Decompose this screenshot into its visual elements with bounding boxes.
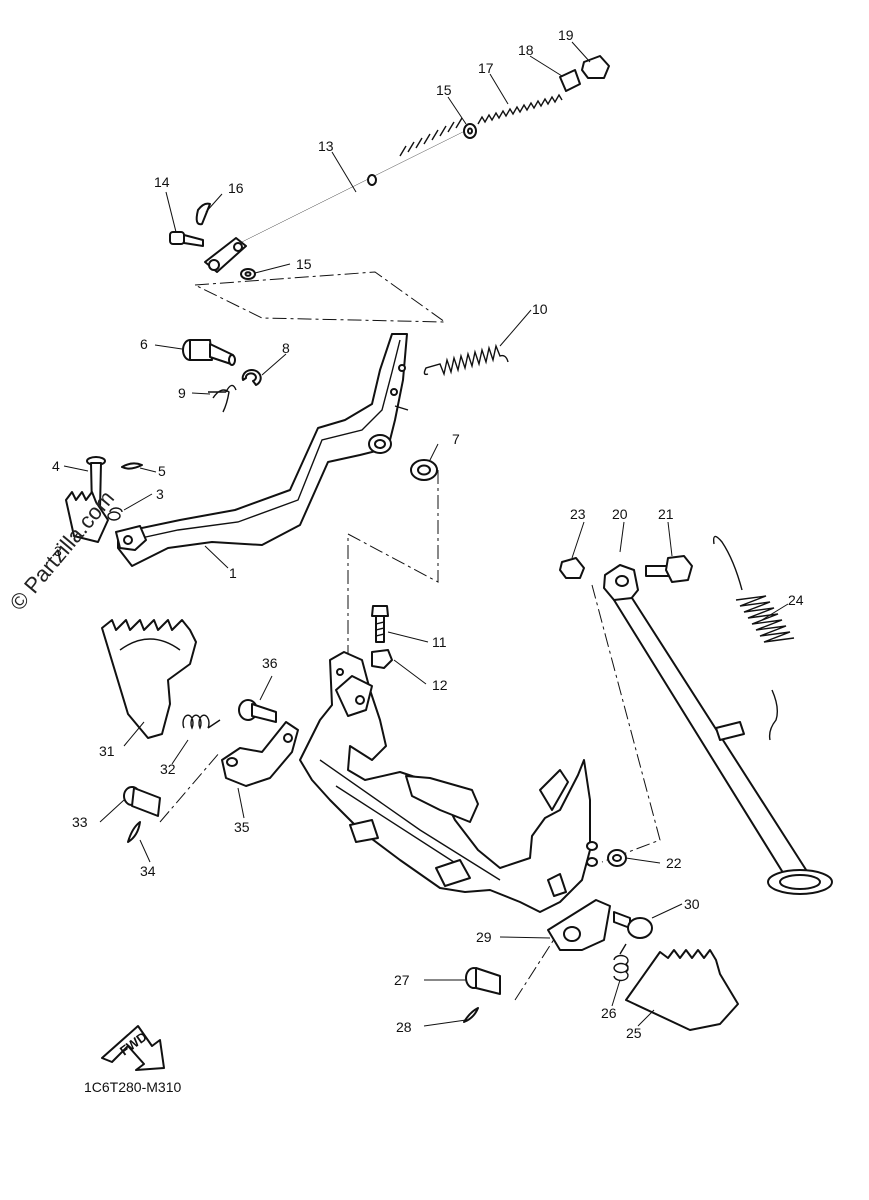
frame [299,651,598,913]
callout-31: 31 [99,743,115,759]
callout-9: 9 [178,385,186,401]
footrest-pin [465,967,501,995]
callout-28: 28 [396,1019,412,1035]
adjuster-joint [559,69,581,92]
callout-3: 3 [156,486,164,502]
footrest-right [625,949,739,1031]
bolt [371,605,389,643]
tip-spring [107,507,123,521]
washer [463,123,477,139]
cotter-pin [127,821,141,843]
callout-30: 30 [684,896,700,912]
callout-4: 4 [52,458,60,474]
footrest-pin [123,786,161,817]
nut [371,649,393,669]
callout-16: 16 [228,180,244,196]
footrest-left [101,619,197,739]
pedal-tip [65,491,109,543]
callout-21: 21 [658,506,674,522]
washer [607,849,627,867]
watermark: © Partzilla.com [5,486,119,616]
footrest-left-detail [119,638,181,651]
callout-19: 19 [558,27,574,43]
stand-spring [712,535,795,741]
brake-rod-joint [204,237,247,273]
cotter-pin [195,202,211,226]
footrest-bracket-left [221,721,299,787]
clevis-pin [169,231,204,247]
callout-35: 35 [234,819,250,835]
brake-pedal [115,333,409,567]
washer [410,459,438,481]
callout-23: 23 [570,506,586,522]
return-spring [423,343,509,377]
spring-pin [715,721,745,741]
callout-18: 18 [518,42,534,58]
callout-24: 24 [788,592,804,608]
circlip [241,368,262,386]
callout-15-lower: 15 [296,256,312,272]
callout-5: 5 [158,463,166,479]
callout-10: 10 [532,301,548,317]
callout-25: 25 [626,1025,642,1041]
callout-34: 34 [140,863,156,879]
callout-32: 32 [160,761,176,777]
footrest-bracket-right [547,899,611,951]
callout-15-upper: 15 [436,82,452,98]
callout-1: 1 [229,565,237,581]
callout-29: 29 [476,929,492,945]
callout-12: 12 [432,677,448,693]
callout-leaders [63,41,789,1027]
bolt [613,911,653,939]
footrest-spring [613,943,629,982]
callout-13: 13 [318,138,334,154]
nut [559,557,585,579]
cotter-pin [208,384,237,413]
callout-27: 27 [394,972,410,988]
callout-22: 22 [666,855,682,871]
callout-17: 17 [478,60,494,76]
callout-33: 33 [72,814,88,830]
forward-arrow-icon: FWD [101,1025,165,1071]
callout-14: 14 [154,174,170,190]
adjuster-nut [581,55,610,79]
assembly-guide-lines [159,271,661,1001]
cotter-pin [121,462,143,470]
callout-26: 26 [601,1005,617,1021]
callout-6: 6 [140,336,148,352]
footrest-spring [182,714,221,730]
callout-8: 8 [282,340,290,356]
callout-7: 7 [452,431,460,447]
brake-rod [234,117,469,247]
callout-numbers: 1 3 3 4 5 6 7 8 9 10 11 12 13 14 15 15 1… [52,27,804,1041]
pedal-shaft [182,339,236,366]
diagram-code: 1C6T280-M310 [84,1079,181,1095]
washer [240,268,256,280]
stand-pivot-bolt [645,555,693,583]
brake-rod-spring [477,93,563,125]
callout-20: 20 [612,506,628,522]
callout-11: 11 [432,634,447,650]
callout-3-pedal-tip: 3 [54,543,62,559]
side-stand [603,564,833,895]
bolt [238,699,277,723]
cotter-pin [463,1007,479,1023]
callout-36: 36 [262,655,278,671]
